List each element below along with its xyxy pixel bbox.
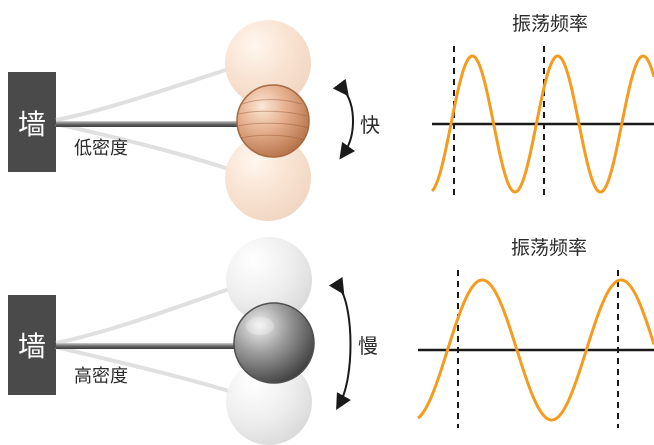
main-sphere-metal [233, 302, 315, 384]
row-high-density: 墙 高密度 慢 振荡频率 [8, 237, 654, 445]
ghost-sphere-top [226, 237, 312, 323]
frequency-title: 振荡频率 [511, 237, 587, 259]
speed-label: 快 [360, 113, 380, 137]
frequency-title: 振荡频率 [512, 13, 588, 35]
ghost-sphere-top [225, 20, 311, 106]
pendulum-rod [56, 121, 240, 127]
main-sphere-wood [236, 84, 310, 158]
wall-label: 墙 [18, 108, 46, 141]
oscillation-wave [430, 54, 654, 194]
motion-arrow [332, 78, 356, 160]
ghost-rod-bottom [55, 345, 233, 394]
wall-block [8, 295, 56, 395]
oscillation-wave [417, 278, 654, 422]
wood-texture [237, 99, 310, 141]
density-label: 高密度 [74, 366, 128, 387]
motion-arrow [328, 276, 352, 410]
density-label: 低密度 [74, 138, 128, 159]
wall-block [8, 72, 56, 172]
ghost-sphere-bottom [226, 359, 312, 445]
ghost-sphere-bottom [225, 135, 311, 221]
row-low-density: 墙 低密度 快 振荡频率 [8, 13, 654, 221]
ghost-rod-top [55, 66, 233, 122]
ghost-rod-top [55, 286, 233, 345]
pendulum-rod [56, 343, 240, 349]
wall-label: 墙 [18, 330, 46, 363]
metal-highlight [246, 317, 274, 335]
ghost-rod-bottom [55, 122, 233, 172]
speed-label: 慢 [358, 334, 378, 358]
